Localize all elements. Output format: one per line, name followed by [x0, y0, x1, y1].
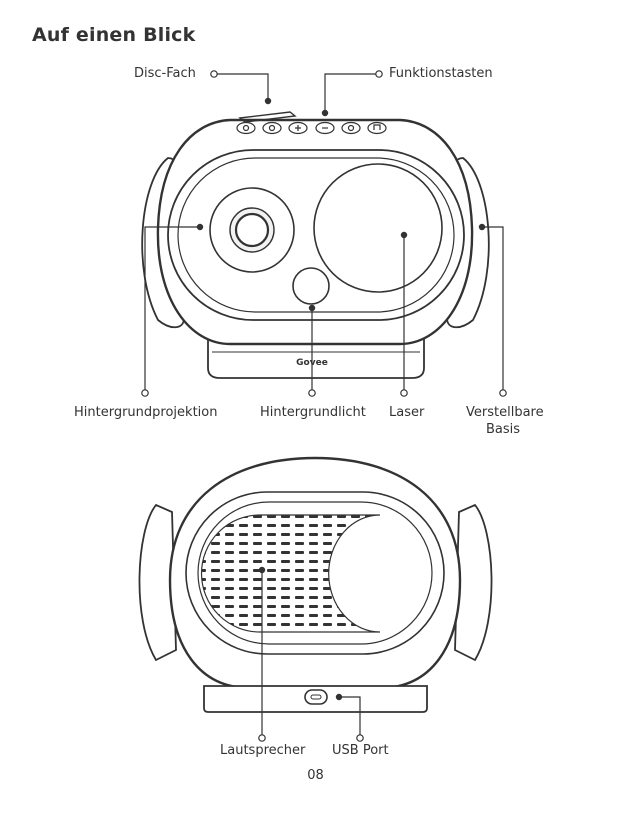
label-adjustable-base-line2: Basis: [486, 422, 520, 437]
label-usb-port: USB Port: [332, 743, 389, 758]
label-disc-tray: Disc-Fach: [134, 66, 196, 81]
label-function-keys: Funktionstasten: [389, 66, 493, 81]
label-laser: Laser: [389, 405, 424, 420]
back-view: [139, 458, 491, 741]
front-view: [142, 71, 506, 396]
label-adjustable-base-line1: Verstellbare: [466, 405, 544, 420]
label-background-light: Hintergrundlicht: [260, 405, 366, 420]
front-body: [158, 120, 472, 344]
label-speaker: Lautsprecher: [220, 743, 305, 758]
page-number: 08: [0, 768, 631, 783]
usb-port: [305, 690, 327, 704]
brand-logo: Govee: [296, 358, 328, 368]
label-background-projection: Hintergrundprojektion: [74, 405, 217, 420]
